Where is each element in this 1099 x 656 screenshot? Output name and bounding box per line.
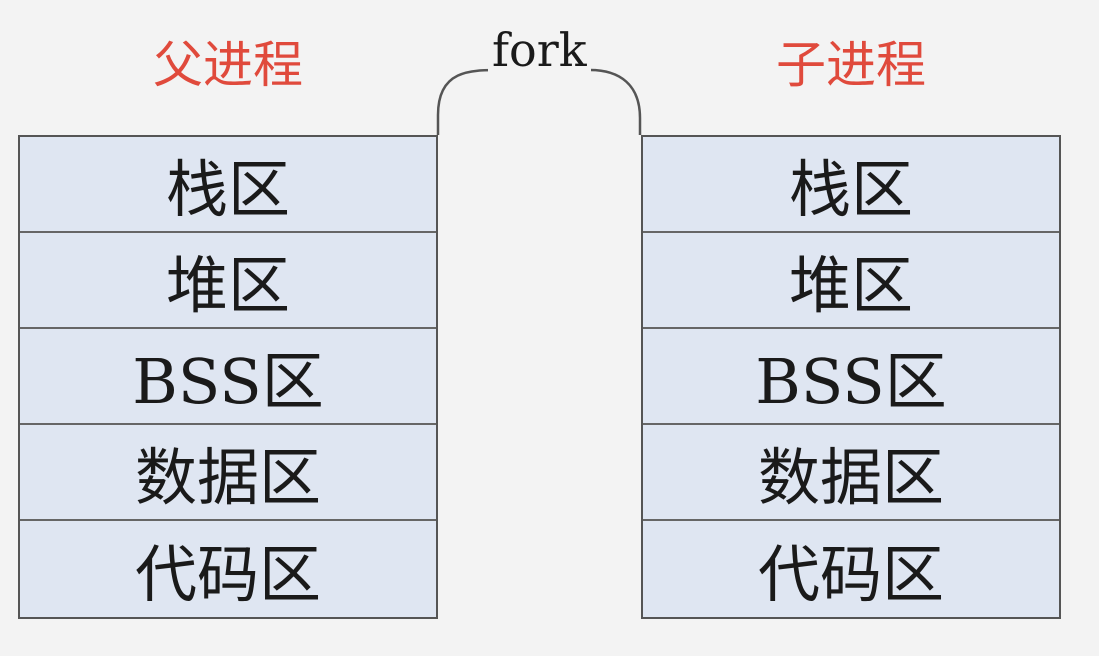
fork-label: fork bbox=[488, 22, 591, 78]
child-process-title: 子进程 bbox=[776, 36, 926, 94]
parent-data-segment: 数据区 bbox=[20, 425, 436, 521]
child-bss-segment: BSS区 bbox=[643, 329, 1059, 425]
parent-stack-segment: 栈区 bbox=[20, 137, 436, 233]
parent-bss-segment: BSS区 bbox=[20, 329, 436, 425]
child-stack-segment: 栈区 bbox=[643, 137, 1059, 233]
parent-code-segment: 代码区 bbox=[134, 538, 321, 611]
child-code-segment: 代码区 bbox=[757, 538, 944, 611]
child-memory-layout: 栈区 堆区 BSS区 数据区 代码区 bbox=[641, 135, 1061, 619]
parent-heap-segment: 堆区 bbox=[20, 233, 436, 329]
child-heap-segment: 堆区 bbox=[643, 233, 1059, 329]
child-data-segment: 数据区 bbox=[643, 425, 1059, 521]
parent-memory-layout: 栈区 堆区 BSS区 数据区 代码区 bbox=[18, 135, 438, 619]
parent-process-title: 父进程 bbox=[153, 36, 303, 94]
